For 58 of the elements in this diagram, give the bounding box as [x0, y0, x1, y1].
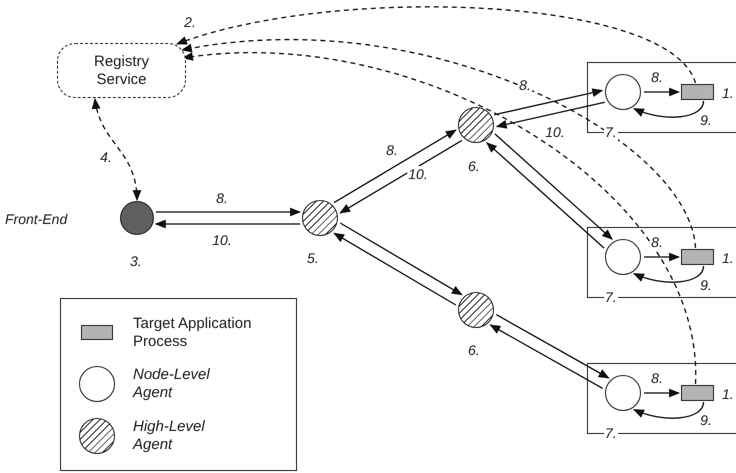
node-caption: Front-End [5, 211, 69, 228]
arrow [496, 102, 605, 129]
node-caption: 6. [468, 158, 480, 175]
edge-label: 8. [650, 370, 664, 386]
edge-label: 8. [518, 77, 532, 93]
arrow [489, 324, 604, 389]
legend-label: High-Level Agent [133, 418, 206, 454]
arrow [644, 388, 680, 398]
arrow [632, 100, 704, 118]
dashed-arrow [180, 39, 696, 248]
arrow [486, 142, 605, 249]
arrow [156, 208, 302, 216]
arrow [644, 252, 680, 262]
dashed-arrow [176, 6, 696, 84]
high-level-agent [458, 292, 494, 328]
legend-label: Node-Level Agent [133, 366, 211, 402]
edge-label: 10. [211, 232, 233, 248]
arrow [644, 88, 680, 96]
arrow [339, 140, 462, 214]
arrow [494, 88, 604, 116]
arrow [632, 266, 704, 283]
registry-service-box: Registry Service [57, 43, 186, 98]
legend-label: Target Application Process [133, 314, 252, 351]
target-process-rect [681, 249, 714, 265]
node-caption: 5. [307, 250, 319, 267]
arrow [340, 222, 463, 296]
arrow [632, 402, 704, 419]
node-caption: 6. [468, 342, 480, 359]
edge-label: 10. [407, 166, 429, 182]
arrow [154, 220, 300, 228]
edge-label: 2. [183, 14, 197, 30]
node-caption: 1. [722, 85, 734, 102]
node-level-agent [605, 239, 641, 275]
node-caption: 7. [604, 124, 618, 141]
edge-label: 8. [650, 69, 664, 85]
high-level-agent [302, 200, 338, 236]
target-process-rect [681, 84, 714, 100]
arrow [334, 130, 457, 204]
node-level-agent [605, 74, 641, 110]
arrow [496, 314, 610, 379]
edge-label: 8. [385, 142, 399, 158]
edge-label: 9. [699, 112, 713, 128]
node-caption: 1. [722, 250, 734, 267]
arrow [333, 232, 456, 306]
edge-label: 8. [650, 234, 664, 250]
target-process-rect [681, 385, 714, 401]
dashed-arrow [92, 98, 141, 202]
node-level-agent [605, 375, 641, 411]
node-caption: 1. [722, 386, 734, 403]
arrow [494, 133, 613, 240]
edge-label: 8. [215, 190, 229, 206]
high-level-agent [458, 107, 494, 143]
edge-label: 9. [699, 412, 713, 428]
edge-label: 4. [99, 149, 113, 165]
edge-label: 10. [544, 124, 566, 140]
edge-label: 9. [699, 277, 713, 293]
front-end-node [120, 201, 154, 235]
node-caption: 3. [130, 253, 142, 270]
